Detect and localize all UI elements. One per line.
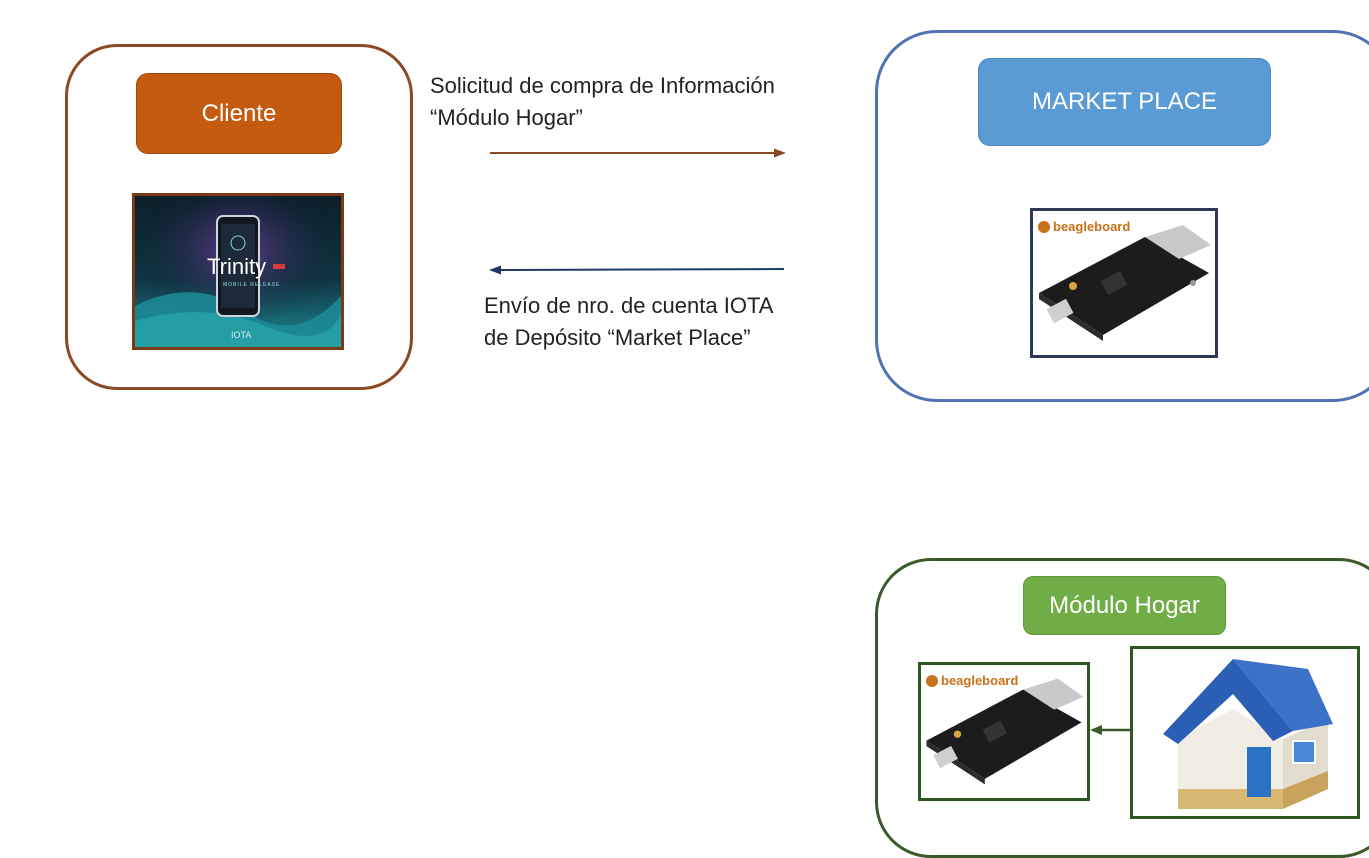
trinity-title: Trinity (207, 254, 267, 279)
trinity-subtitle: MOBILE RELEASE (223, 282, 281, 288)
beagleboard-image: beagleboard (918, 662, 1090, 801)
beagleboard-illustration (1039, 225, 1211, 341)
house-icon (1130, 646, 1360, 819)
modulo-hogar-label: Módulo Hogar (1049, 591, 1200, 619)
beagleboard-logo-text: beagleboard (941, 673, 1019, 688)
cliente-group (65, 44, 413, 390)
cliente-node: Cliente (136, 73, 342, 154)
market-place-label: MARKET PLACE (1032, 88, 1217, 115)
house-to-board-arrow (1090, 725, 1130, 735)
beagleboard-logo: beagleboard (926, 673, 1018, 688)
cliente-label: Cliente (201, 99, 277, 127)
beagleboard-logo-text: beagleboard (1053, 219, 1131, 234)
request-arrow (490, 148, 786, 158)
beagleboard-logo: beagleboard (1038, 219, 1130, 234)
connectors (489, 148, 1130, 735)
beagle-dog-icon (1038, 220, 1050, 233)
trinity-wallet-image: Trinity MOBILE RELEASE IOTA (132, 193, 344, 350)
request-message: Solicitud de compra de Información “Módu… (430, 70, 775, 134)
beagle-dog-icon (926, 674, 938, 687)
house-illustration (1163, 659, 1333, 809)
trinity-badge (273, 264, 285, 269)
reply-line-2: de Depósito “Market Place” (484, 325, 751, 350)
iota-brand: IOTA (231, 330, 252, 340)
reply-message: Envío de nro. de cuenta IOTA de Depósito… (484, 290, 773, 354)
reply-arrow (489, 265, 785, 275)
reply-line-1: Envío de nro. de cuenta IOTA (484, 293, 774, 318)
market-place-group (875, 30, 1369, 402)
beagleboard-illustration (926, 678, 1084, 785)
modulo-hogar-node: Módulo Hogar (1023, 576, 1226, 635)
beagleboard-image: beagleboard (1030, 208, 1218, 358)
request-line-1: Solicitud de compra de Información (430, 73, 775, 98)
market-place-node: MARKET PLACE (978, 58, 1271, 146)
trinity-illustration (135, 196, 341, 347)
request-line-2: “Módulo Hogar” (430, 105, 583, 130)
